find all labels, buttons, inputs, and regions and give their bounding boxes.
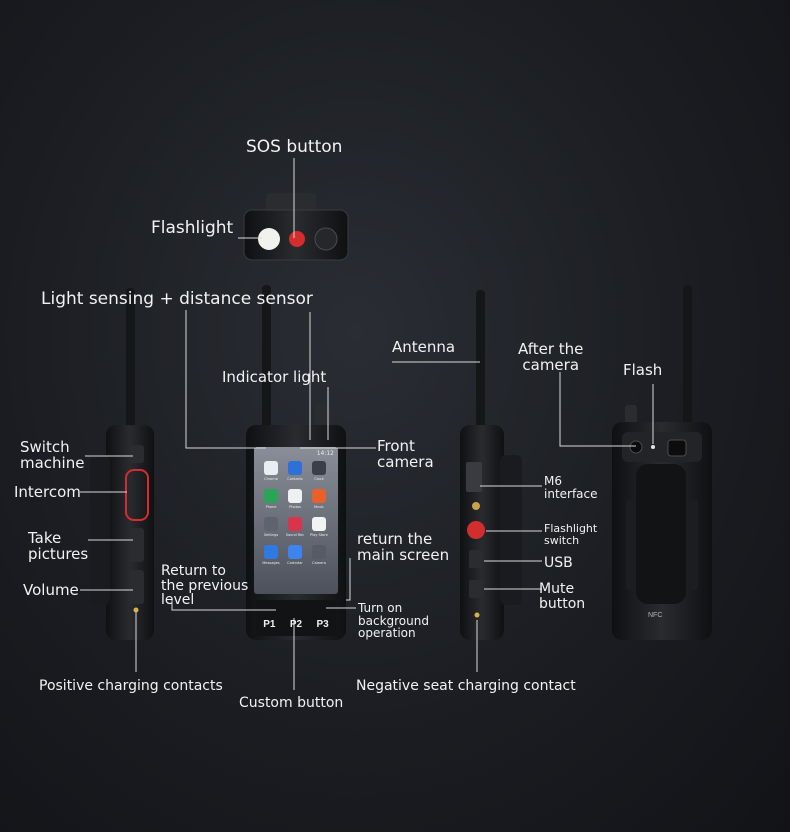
status-time: 14:12 bbox=[316, 450, 334, 457]
label-return-main: return the main screen bbox=[357, 530, 450, 564]
label-positive-contacts: Positive charging contacts bbox=[39, 678, 223, 694]
label-turn-on-bg-line2: background bbox=[358, 613, 429, 628]
label-take-pictures: Take pictures bbox=[28, 529, 89, 563]
app-icon-tile bbox=[288, 517, 302, 531]
label-flashlight: Flashlight bbox=[151, 218, 234, 238]
label-flashlight-switch-line2: switch bbox=[544, 533, 580, 547]
key-p2[interactable]: P2 bbox=[289, 619, 303, 630]
app-icon[interactable]: Chrome bbox=[262, 461, 280, 481]
app-icon[interactable]: Photos bbox=[286, 489, 304, 509]
label-indicator-light: Indicator light bbox=[222, 368, 327, 386]
label-return-previous-line1: Return to bbox=[161, 563, 226, 579]
app-icon-label: Play Store bbox=[310, 533, 328, 537]
label-turn-on-bg-line1: Turn on bbox=[358, 601, 403, 615]
app-icon-label: Music bbox=[314, 505, 324, 509]
app-icon-tile bbox=[264, 461, 278, 475]
label-flashlight-switch-line1: Flashlight bbox=[544, 522, 598, 535]
label-negative-contact: Negative seat charging contact bbox=[356, 678, 576, 694]
app-icon-tile bbox=[312, 461, 326, 475]
keypad: P1 P2 P3 bbox=[256, 619, 336, 630]
nfc-text: NFC bbox=[648, 612, 663, 619]
label-switch-machine: Switch machine bbox=[20, 438, 85, 472]
label-m6-line1: M6 bbox=[544, 474, 562, 488]
app-icon[interactable]: Play Store bbox=[310, 517, 328, 537]
app-icon-tile bbox=[288, 461, 302, 475]
label-intercom: Intercom bbox=[14, 483, 81, 501]
label-volume: Volume bbox=[23, 581, 79, 599]
label-switch-machine-line2: machine bbox=[20, 453, 85, 472]
label-return-previous-line3: level bbox=[161, 592, 195, 609]
label-m6-interface: M6 interface bbox=[544, 475, 598, 500]
app-icon[interactable]: Phone bbox=[262, 489, 280, 509]
label-light-sensor: Light sensing + distance sensor bbox=[41, 289, 313, 309]
label-return-main-line2: main screen bbox=[357, 545, 450, 564]
app-icon-tile bbox=[288, 489, 302, 503]
left-side-device bbox=[90, 288, 154, 640]
label-antenna: Antenna bbox=[392, 338, 456, 356]
label-sos-button: SOS button bbox=[246, 137, 343, 157]
label-flashlight-switch: Flashlight switch bbox=[544, 523, 597, 546]
label-flash: Flash bbox=[623, 361, 663, 379]
label-front-camera: Front camera bbox=[377, 437, 434, 471]
app-icon[interactable]: Sound Rec bbox=[286, 517, 304, 537]
label-return-previous: Return to the previous level bbox=[161, 564, 248, 608]
label-return-main-line1: return the bbox=[357, 530, 433, 548]
right-side-device bbox=[460, 290, 522, 640]
label-after-camera-line2: camera bbox=[522, 355, 580, 374]
flashlight-lens bbox=[258, 228, 280, 250]
app-icon-label: Camera bbox=[312, 561, 326, 565]
app-icon[interactable]: Contacts bbox=[286, 461, 304, 481]
app-icon-tile bbox=[264, 545, 278, 559]
label-after-camera: After the camera bbox=[518, 340, 584, 374]
app-icon[interactable]: Settings bbox=[262, 517, 280, 537]
leader-lines bbox=[80, 158, 654, 690]
app-icon[interactable]: Calendar bbox=[286, 545, 304, 565]
label-usb: USB bbox=[544, 555, 573, 571]
app-icon-tile bbox=[288, 545, 302, 559]
app-icon-tile bbox=[312, 545, 326, 559]
app-icon[interactable]: Messages bbox=[262, 545, 280, 565]
label-mute-line2: button bbox=[539, 595, 586, 612]
back-device bbox=[612, 285, 712, 640]
app-icon-tile bbox=[264, 489, 278, 503]
label-take-pictures-line2: pictures bbox=[28, 544, 89, 563]
app-icon[interactable]: Music bbox=[310, 489, 328, 509]
app-icon-tile bbox=[312, 489, 326, 503]
app-icon-label: Photos bbox=[289, 505, 301, 509]
app-icon-label: Chrome bbox=[264, 477, 278, 481]
label-front-camera-line1: Front bbox=[377, 437, 415, 455]
app-icon-label: Contacts bbox=[287, 477, 303, 481]
app-icon-label: Settings bbox=[263, 533, 279, 537]
label-take-pictures-line1: Take bbox=[28, 529, 62, 547]
nfc-badge: NFC bbox=[648, 612, 662, 619]
app-icon[interactable]: Clock bbox=[310, 461, 328, 481]
key-p3[interactable]: P3 bbox=[316, 619, 329, 630]
key-p1[interactable]: P1 bbox=[263, 619, 276, 630]
label-mute-button: Mute button bbox=[539, 582, 585, 611]
top-view-device bbox=[243, 193, 349, 261]
label-switch-machine-line1: Switch bbox=[20, 438, 70, 456]
status-bar: 14:12 bbox=[317, 450, 334, 457]
label-turn-on-background: Turn on background operation bbox=[358, 602, 429, 640]
label-return-previous-line2: the previous bbox=[161, 577, 249, 594]
label-turn-on-bg-line3: operation bbox=[358, 626, 416, 641]
sos-button-knob bbox=[289, 231, 305, 247]
app-icon[interactable]: Camera bbox=[310, 545, 328, 565]
app-icon-label: Messages bbox=[262, 561, 280, 565]
label-front-camera-line2: camera bbox=[377, 452, 434, 471]
app-icon-label: Clock bbox=[314, 477, 324, 481]
app-icon-tile bbox=[312, 517, 326, 531]
app-icon-tile bbox=[264, 517, 278, 531]
label-after-camera-line1: After the bbox=[518, 340, 584, 358]
label-custom-button: Custom button bbox=[239, 695, 344, 711]
label-mute-line1: Mute bbox=[539, 581, 575, 597]
app-icon-label: Calendar bbox=[287, 561, 303, 565]
app-icon-label: Sound Rec bbox=[285, 533, 305, 537]
label-m6-line2: interface bbox=[544, 486, 598, 501]
app-icon-label: Phone bbox=[265, 505, 277, 509]
